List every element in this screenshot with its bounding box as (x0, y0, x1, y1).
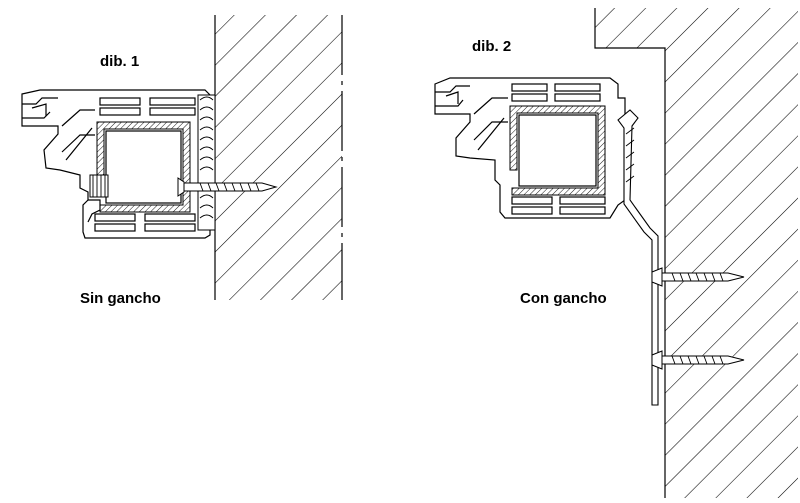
figure-1-caption: Sin gancho (80, 290, 161, 307)
screw-2b (651, 350, 745, 370)
figure-2-number: dib. 2 (472, 38, 511, 55)
wall-2 (594, 8, 798, 498)
figure-2: dib. 2 Con gancho (434, 8, 798, 498)
screw-1 (177, 177, 278, 197)
wall-1 (214, 15, 343, 300)
screw-2a (651, 267, 745, 287)
window-profile-2 (434, 77, 626, 219)
hook-bracket-2 (617, 109, 659, 406)
foam-seal-1 (197, 94, 216, 231)
figure-1: dib. 1 Sin gancho (21, 15, 343, 307)
figure-2-caption: Con gancho (520, 290, 607, 307)
figure-1-number: dib. 1 (100, 53, 139, 70)
window-profile-1 (21, 89, 211, 239)
